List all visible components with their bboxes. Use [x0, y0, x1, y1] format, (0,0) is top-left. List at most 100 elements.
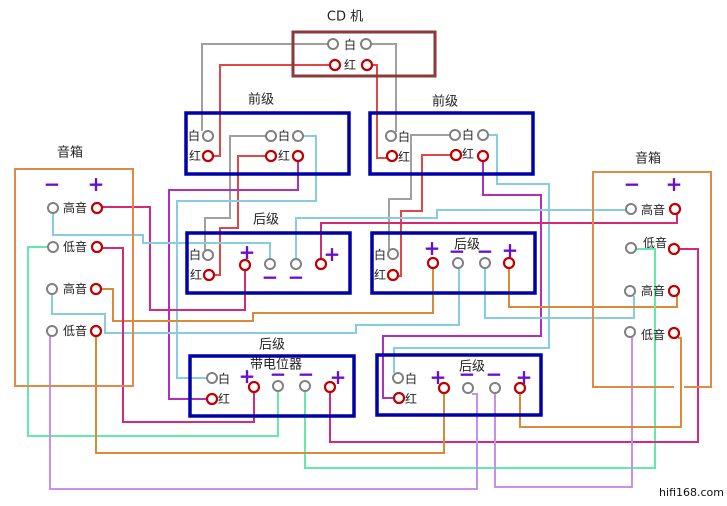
power-amp-1-white-label: 白 [189, 247, 201, 262]
speaker-right-woofer2-minus-terminal[interactable] [624, 326, 636, 338]
cd-player: CD 机 白 红 [291, 10, 437, 78]
wire-pa1-plus-to-right-tweeter1 [320, 214, 678, 259]
power-amp-4-white-terminal[interactable] [392, 372, 404, 384]
wire-pa3-minus-to-right-woofer1 [304, 248, 656, 469]
speaker-left-tweeter2-plus-terminal[interactable] [89, 282, 103, 296]
preamp-1-out-red-terminal-a[interactable] [264, 149, 278, 163]
speaker-right-woofer1-minus-terminal[interactable] [625, 242, 637, 254]
power-amp-3-subtitle: 带电位器 [250, 358, 302, 373]
wires [27, 43, 699, 490]
preamp-1-out-red-terminal-b[interactable] [291, 149, 305, 163]
power-amp-4-plus-right-sign: + [516, 365, 533, 389]
power-amp-1-plus-left-sign: + [239, 240, 256, 264]
preamp-1-in-red-terminal[interactable] [201, 149, 215, 163]
preamp-1-title: 前级 [248, 92, 274, 108]
power-amp-2-plus-right-terminal[interactable] [502, 256, 516, 270]
preamp-1-in-white-terminal[interactable] [202, 130, 214, 142]
power-amp-2-white-terminal[interactable] [387, 248, 399, 260]
cd-white-left-terminal[interactable] [327, 38, 339, 50]
wire-pa4-plus-to-right-woofer2 [519, 337, 682, 428]
speaker-left-box [14, 168, 134, 387]
preamp-2-out-white-terminal-a[interactable] [449, 129, 461, 141]
preamp-2-title: 前级 [432, 94, 458, 110]
speaker-left-tweeter1-plus-terminal[interactable] [90, 201, 104, 215]
speaker-right-tweeter2-minus-terminal[interactable] [624, 285, 636, 297]
speaker-left-woofer1-plus-terminal[interactable] [90, 240, 104, 254]
power-amp-1-plus-right-sign: + [324, 242, 341, 266]
preamp-2-out-red-terminal-a[interactable] [449, 148, 463, 162]
wire-pa3-plus-to-left-woofer1 [102, 247, 255, 423]
wire-pa3-minus-to-left-woofer1 [27, 246, 279, 437]
power-amp-4-minus-right-sign: − [486, 362, 503, 386]
wire-pa1-minus-to-left-tweeter1 [52, 213, 271, 259]
preamp-1-out-white-terminal-b[interactable] [292, 130, 304, 142]
preamp-2-out-white-terminal-b[interactable] [477, 129, 489, 141]
power-amp-4-plus-left-terminal[interactable] [437, 381, 451, 395]
speaker-right-title: 音箱 [635, 151, 661, 167]
power-amp-1-plus-left-terminal[interactable] [238, 258, 252, 272]
preamp-1-out-white-terminal-a[interactable] [265, 130, 277, 142]
power-amp-3-white-terminal[interactable] [206, 372, 218, 384]
preamp-1-in-white-label: 白 [188, 128, 200, 143]
speaker-right-woofer1-label: 低音 [643, 235, 667, 250]
power-amp-3-minus-right-terminal[interactable] [299, 380, 311, 392]
power-amp-3-plus-left-terminal[interactable] [247, 380, 261, 394]
wire-pa2-plus-to-left-tweeter2 [101, 268, 434, 322]
wire-preamp2-red-to-poweramp4 [382, 161, 542, 399]
power-amp-4-minus-left-terminal[interactable] [462, 382, 474, 394]
speaker-left-woofer2-plus-terminal[interactable] [89, 324, 103, 338]
power-amp-2-red-terminal[interactable] [386, 268, 400, 282]
cd-red-left-terminal[interactable] [328, 58, 342, 72]
preamp-2-in-red-terminal[interactable] [385, 149, 399, 163]
power-amp-2: 后级 白 红 + − − + [370, 231, 537, 295]
wire-preamp2-red-to-poweramp2 [398, 154, 451, 277]
speaker-left-tweeter1-label: 高音 [63, 200, 87, 215]
power-amp-1-red-terminal[interactable] [202, 268, 216, 282]
speaker-right-woofer1-plus-terminal[interactable] [667, 242, 681, 256]
speaker-right-woofer2-plus-terminal[interactable] [667, 326, 681, 340]
cd-white-right-terminal[interactable] [360, 38, 372, 50]
preamp-1-out-white-label: 白 [278, 128, 290, 143]
preamp-2-box [368, 111, 535, 176]
power-amp-4-plus-right-terminal[interactable] [513, 381, 527, 395]
speaker-left-tweeter2-minus-terminal[interactable] [46, 283, 58, 295]
power-amp-4-white-label: 白 [405, 371, 417, 386]
power-amp-1-title: 后级 [253, 213, 279, 228]
power-amp-4-minus-right-terminal[interactable] [489, 382, 501, 394]
speaker-left-tweeter1-minus-terminal[interactable] [47, 202, 59, 214]
power-amp-1-minus-left-terminal[interactable] [264, 258, 276, 270]
power-amp-4-red-terminal[interactable] [392, 391, 406, 405]
power-amp-2-plus-left-terminal[interactable] [426, 256, 440, 270]
power-amp-2-plus-left-sign: + [424, 236, 441, 260]
speaker-right-tweeter2-plus-terminal[interactable] [667, 284, 681, 298]
preamp-2-in-white-terminal[interactable] [385, 130, 397, 142]
preamp-1: 前级 白 红 白 红 [184, 92, 351, 176]
power-amp-2-minus-left-terminal[interactable] [452, 257, 464, 269]
power-amp-1: 后级 白 红 + − − + [185, 213, 352, 295]
wire-preamp1-white-to-poweramp3 [176, 135, 317, 379]
cd-red-label: 红 [344, 57, 356, 72]
speaker-right-tweeter1-plus-terminal[interactable] [668, 202, 682, 216]
power-amp-1-white-terminal[interactable] [202, 249, 214, 261]
power-amp-1-plus-right-terminal[interactable] [314, 257, 328, 271]
wire-pa4-plus-to-left-woofer2 [95, 336, 445, 454]
power-amp-2-plus-right-sign: + [502, 238, 519, 262]
power-amp-3-plus-right-terminal[interactable] [323, 380, 337, 394]
speaker-right-minus-sign: − [624, 172, 641, 196]
speaker-left-woofer1-minus-terminal[interactable] [47, 241, 59, 253]
power-amp-2-minus-right-terminal[interactable] [479, 257, 491, 269]
wire-cd-white-right-to-preamp2 [371, 43, 397, 132]
speaker-right-tweeter1-minus-terminal[interactable] [625, 203, 637, 215]
power-amp-2-white-label: 白 [374, 247, 386, 262]
preamp-2-out-red-terminal-b[interactable] [476, 149, 490, 163]
preamp-2-out-red-label: 红 [462, 146, 474, 161]
power-amp-3-red-terminal[interactable] [205, 392, 219, 406]
power-amp-3: 后级 带电位器 白 红 + − − + [188, 338, 356, 418]
power-amp-3-title: 后级 [259, 338, 285, 353]
power-amp-1-minus-left-sign: − [262, 265, 279, 289]
power-amp-1-minus-right-terminal[interactable] [290, 258, 302, 270]
power-amp-3-minus-left-terminal[interactable] [272, 380, 284, 392]
speaker-left-woofer2-minus-terminal[interactable] [46, 325, 58, 337]
cd-red-right-terminal[interactable] [360, 58, 374, 72]
